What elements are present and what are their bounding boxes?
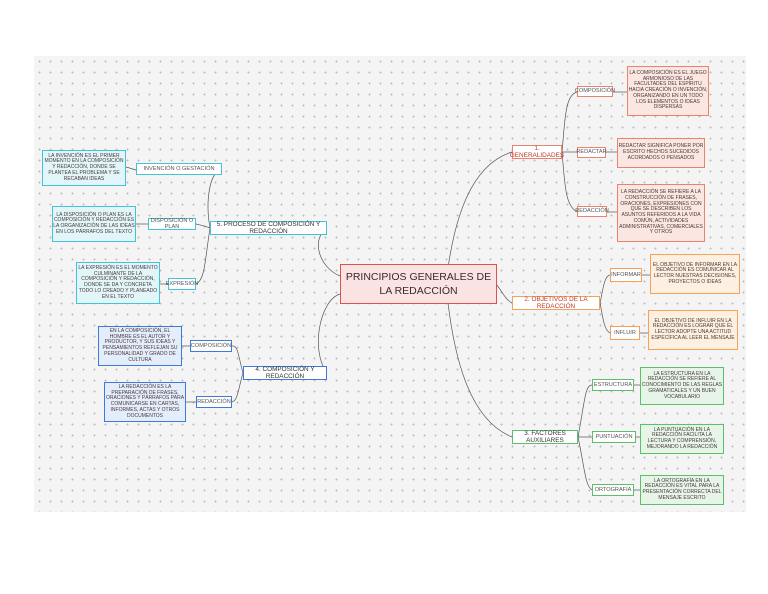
topic-composicion[interactable]: COMPOSICIÓN: [574, 86, 616, 97]
branch-composicion-redaccion[interactable]: 4. COMPOSICIÓN Y REDACCIÓN: [243, 366, 327, 380]
desc-text: LA REDACCIÓN SE REFIERE A LA CONSTRUCCIÓ…: [619, 189, 703, 236]
topic-label: COMPOSICIÓN: [574, 88, 616, 95]
desc-text: LA ESTRUCTURA EN LA REDACCIÓN SE REFIERE…: [641, 370, 723, 400]
connector-influir: [599, 302, 611, 334]
desc-text: EL OBJETIVO DE INFORMAR EN LA REDACCIÓN …: [652, 261, 738, 285]
connector-invencion: [207, 169, 223, 229]
branch-objetivos[interactable]: 2. OBJETIVOS DE LA REDACCIÓN: [512, 296, 600, 310]
connector-factores: [447, 302, 513, 438]
desc-redaccion: LA REDACCIÓN SE REFIERE A LA CONSTRUCCIÓ…: [617, 184, 705, 242]
branch-generalidades[interactable]: 1. GENERALIDADES: [509, 144, 565, 159]
desc-text: EL OBJETIVO DE INFLUIR EN LA REDACCIÓN E…: [651, 317, 735, 341]
topic-redactar[interactable]: REDACTAR: [576, 147, 607, 158]
connector-generalidades: [447, 151, 513, 269]
desc-estructura: LA ESTRUCTURA EN LA REDACCIÓN SE REFIERE…: [640, 367, 724, 405]
desc-redaccion-cr: LA REDACCIÓN ES LA PREPARACIÓN DE FRASES…: [104, 382, 186, 422]
desc-redactar: REDACTAR SIGNIFICA PONER POR ESCRITO HEC…: [617, 138, 705, 168]
desc-disposicion: LA DISPOSICIÓN O PLAN ES LA COMPOSICIÓN …: [52, 206, 136, 242]
connector-disposicion: [195, 223, 211, 229]
desc-informar: EL OBJETIVO DE INFORMAR EN LA REDACCIÓN …: [650, 254, 740, 294]
central-topic[interactable]: PRINCIPIOS GENERALES DE LA REDACCIÓN: [340, 264, 497, 304]
desc-text: REDACTAR SIGNIFICA PONER POR ESCRITO HEC…: [618, 143, 704, 161]
desc-text: LA REDACCIÓN ES LA PREPARACIÓN DE FRASES…: [105, 383, 185, 419]
desc-text: LA ORTOGRAFÍA EN LA REDACCIÓN ES VITAL P…: [642, 477, 722, 501]
topic-label: ESTRUCTURA: [593, 381, 633, 388]
branch-factores[interactable]: 3. FACTORES AUXILIARES: [512, 430, 578, 444]
desc-text: LA EXPRESIÓN ES EL MOMENTO CULMINANTE DE…: [78, 264, 158, 300]
topic-label: INFORMAR: [611, 271, 641, 278]
connector-redaccion: [561, 151, 578, 213]
desc-invencion: LA INVENCIÓN ES EL PRIMER MOMENTO EN LA …: [42, 150, 126, 186]
connector-ortografia: [577, 436, 593, 491]
desc-text: LA DISPOSICIÓN O PLAN ES LA COMPOSICIÓN …: [53, 211, 135, 235]
desc-expresion: LA EXPRESIÓN ES EL MOMENTO CULMINANTE DE…: [76, 262, 160, 304]
desc-text: LA COMPOSICIÓN ES EL JUEGO ARMONIOSO DE …: [628, 69, 708, 111]
branch-proceso[interactable]: 5. PROCESO DE COMPOSICIÓN Y REDACCIÓN: [210, 221, 327, 235]
branch-label: 4. COMPOSICIÓN Y REDACCIÓN: [255, 365, 315, 380]
topic-influir[interactable]: INFLUIR: [610, 326, 640, 340]
branch-label: 5. PROCESO DE COMPOSICIÓN Y REDACCIÓN: [216, 220, 321, 235]
topic-label: ORTOGRAFÍA: [594, 486, 632, 493]
topic-label: DISPOSICIÓN O PLAN: [150, 217, 194, 230]
topic-ortografia[interactable]: ORTOGRAFÍA: [592, 484, 634, 496]
desc-composicion-cr: EN LA COMPOSICIÓN, EL HOMBRE ES EL AUTOR…: [98, 326, 182, 366]
connector-red: [231, 372, 244, 403]
desc-influir: EL OBJETIVO DE INFLUIR EN LA REDACCIÓN E…: [648, 310, 738, 350]
central-title: PRINCIPIOS GENERALES DE LA REDACCIÓN: [345, 270, 492, 297]
branch-label: 2. OBJETIVOS DE LA REDACCIÓN: [524, 295, 588, 310]
topic-expresion[interactable]: EXPRESIÓN: [165, 278, 199, 290]
topic-label: EXPRESIÓN: [165, 280, 199, 287]
desc-text: LA PUNTUACIÓN EN LA REDACCIÓN FACILITA L…: [646, 426, 718, 450]
topic-redaccion-cr[interactable]: REDACCIÓN: [196, 396, 232, 408]
topic-label: INVENCIÓN O GESTACIÓN: [143, 165, 215, 172]
topic-label: PUNTUACIÓN: [595, 433, 633, 440]
connector-estructura: [577, 384, 593, 438]
topic-invencion[interactable]: INVENCIÓN O GESTACIÓN: [136, 163, 222, 175]
desc-ortografia: LA ORTOGRAFÍA EN LA REDACCIÓN ES VITAL P…: [640, 475, 724, 505]
connector-informar: [599, 274, 611, 304]
topic-label: INFLUIR: [614, 329, 636, 336]
connector-expresion: [195, 227, 211, 285]
topic-redaccion[interactable]: REDACCIÓN: [575, 206, 609, 217]
topic-label: REDACTAR: [576, 149, 607, 156]
topic-label: REDACCIÓN: [575, 208, 609, 215]
topic-puntuacion[interactable]: PUNTUACIÓN: [592, 431, 636, 443]
topic-label: REDACCIÓN: [197, 398, 231, 405]
topic-label: COMPOSICIÓN: [190, 342, 232, 349]
branch-label: 3. FACTORES AUXILIARES: [524, 429, 566, 444]
desc-composicion: LA COMPOSICIÓN ES EL JUEGO ARMONIOSO DE …: [627, 66, 709, 116]
topic-disposicion[interactable]: DISPOSICIÓN O PLAN: [148, 218, 196, 230]
connector-comp: [231, 345, 244, 374]
desc-text: LA INVENCIÓN ES EL PRIMER MOMENTO EN LA …: [44, 152, 124, 182]
topic-composicion-cr[interactable]: COMPOSICIÓN: [190, 340, 232, 352]
connector-composicion-redaccion: [317, 293, 341, 374]
topic-informar[interactable]: INFORMAR: [610, 268, 642, 282]
branch-label: 1. GENERALIDADES: [509, 144, 565, 159]
topic-estructura[interactable]: ESTRUCTURA: [592, 379, 634, 391]
desc-puntuacion: LA PUNTUACIÓN EN LA REDACCIÓN FACILITA L…: [640, 424, 724, 454]
connector-objetivos: [496, 284, 513, 304]
connector-composicion: [561, 91, 578, 153]
desc-text: EN LA COMPOSICIÓN, EL HOMBRE ES EL AUTOR…: [102, 327, 178, 363]
